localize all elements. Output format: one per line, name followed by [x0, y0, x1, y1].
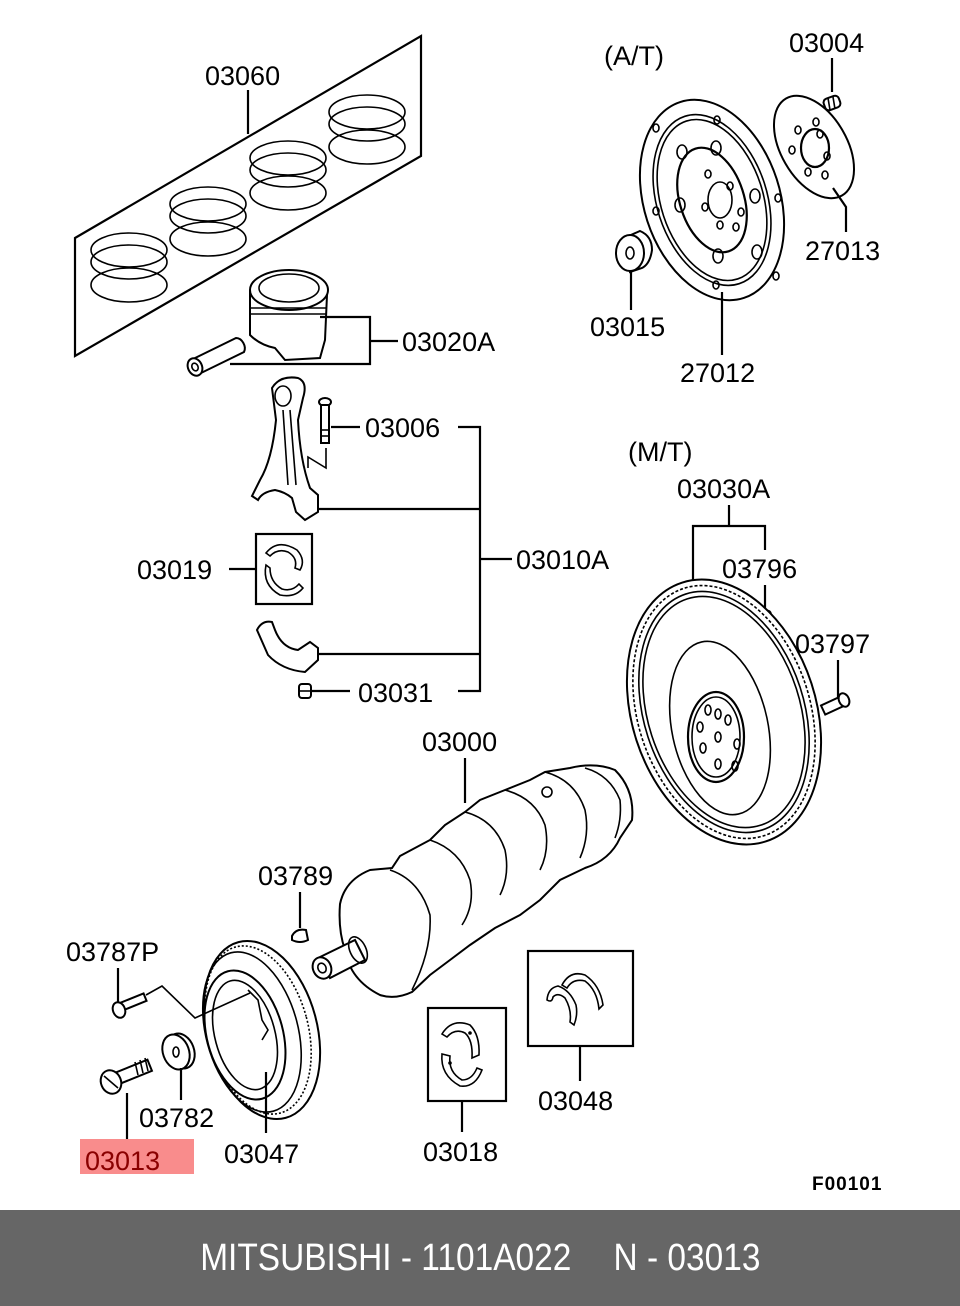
- piston-ring-set-3: [249, 140, 327, 211]
- plate-27013-holes: [788, 117, 831, 180]
- conrod-nut: [298, 683, 312, 699]
- flywheel-holes: [696, 704, 741, 772]
- woodruff-key: [291, 928, 310, 943]
- label-03018[interactable]: 03018: [423, 1137, 498, 1167]
- thrust-bearing-box: [526, 949, 635, 1048]
- piston-rings-panel: [73, 34, 423, 358]
- main-bearing-group: 03018: [423, 1006, 508, 1167]
- label-03789[interactable]: 03789: [258, 861, 333, 891]
- label-03010a[interactable]: 03010A: [516, 545, 609, 575]
- footer-ref-prefix: N: [613, 1236, 638, 1279]
- parts-diagram: 03060 03020A 03006: [66, 28, 882, 1195]
- label-03796[interactable]: 03796: [722, 554, 797, 584]
- piston-rings-group: 03060: [73, 34, 423, 358]
- flywheel: [625, 578, 823, 846]
- damper-pulley-face: [203, 969, 287, 1101]
- piston-ring-set-1: [90, 232, 168, 303]
- conrod-group: 03006 03010A: [250, 376, 609, 693]
- footer-separator-1: -: [400, 1236, 412, 1279]
- at-section-group: (A/T) 27012: [590, 28, 880, 388]
- piston-crown: [249, 269, 329, 311]
- label-03797[interactable]: 03797: [795, 629, 870, 659]
- label-03030a[interactable]: 03030A: [677, 474, 770, 504]
- damper-pulley-group: 03047: [201, 939, 322, 1169]
- footer-separator-2: -: [646, 1236, 658, 1279]
- label-03000[interactable]: 03000: [422, 727, 497, 757]
- label-03004[interactable]: 03004: [789, 28, 864, 58]
- conrod-cap: [255, 620, 319, 674]
- conrod-cap-group: 03031: [255, 620, 480, 708]
- leader-03010a-bracket: [458, 425, 482, 693]
- label-03048[interactable]: 03048: [538, 1086, 613, 1116]
- label-03019[interactable]: 03019: [137, 555, 212, 585]
- label-03782[interactable]: 03782: [139, 1103, 214, 1133]
- label-03020a[interactable]: 03020A: [402, 327, 495, 357]
- bolt-03797: [819, 692, 851, 716]
- piston-ring-set-2: [169, 186, 247, 257]
- bolt-03787p-group: 03787P: [66, 937, 251, 1019]
- label-mt-section: (M/T): [628, 437, 692, 467]
- bolt-03787p: [111, 992, 148, 1019]
- label-at-section: (A/T): [604, 41, 664, 71]
- footer-ref-number: 03013: [667, 1236, 761, 1279]
- piston-group: 03020A: [186, 269, 495, 377]
- pulley-bolt-03013: [99, 1057, 154, 1095]
- bolt-insertion-line: [307, 448, 327, 470]
- label-03787p[interactable]: 03787P: [66, 937, 159, 967]
- figure-code: F00101: [812, 1174, 882, 1195]
- footer-caption: MITSUBISHI - 1101A022 N - 03013: [200, 1237, 760, 1280]
- label-03006[interactable]: 03006: [365, 413, 440, 443]
- mt-section-group: (M/T) 03030A 03796 03797: [625, 437, 870, 846]
- drive-plate-holes: [652, 115, 782, 290]
- highlight-box: [80, 1139, 194, 1174]
- bolt-03787p-insertion-line: [145, 985, 251, 1019]
- key-03789-group: 03789: [258, 861, 333, 943]
- label-27013[interactable]: 27013: [805, 236, 880, 266]
- label-03047[interactable]: 03047: [224, 1139, 299, 1169]
- label-03013[interactable]: 03013: [85, 1146, 160, 1176]
- main-bearing-box: [426, 1006, 508, 1103]
- conrod-small-end: [274, 385, 292, 407]
- crankshaft-group: 03000: [311, 727, 634, 998]
- conrod-bolt: [318, 397, 332, 444]
- piston-pin: [186, 336, 246, 377]
- footer-brand: MITSUBISHI: [199, 1236, 392, 1279]
- bolt-03004: [822, 94, 842, 112]
- spacer-03015: [615, 229, 654, 274]
- piston-ring-set-4: [328, 94, 406, 165]
- label-03060[interactable]: 03060: [205, 61, 280, 91]
- pulley-bolt-03013-group: 03013: [80, 1057, 194, 1176]
- footer-bar: MITSUBISHI - 1101A022 N - 03013: [0, 1210, 960, 1306]
- flywheel-ring-gear: [632, 584, 816, 840]
- conrod-bearing-group: 03019: [137, 532, 314, 606]
- thrust-bearing-group: 03048: [526, 949, 635, 1116]
- washer-03782-group: 03782: [139, 1032, 214, 1133]
- label-27012[interactable]: 27012: [680, 358, 755, 388]
- label-03031[interactable]: 03031: [358, 678, 433, 708]
- plate-27013: [772, 94, 856, 200]
- label-03015[interactable]: 03015: [590, 312, 665, 342]
- crankshaft-body: [338, 764, 634, 998]
- footer-part-number: 1101A022: [420, 1236, 571, 1279]
